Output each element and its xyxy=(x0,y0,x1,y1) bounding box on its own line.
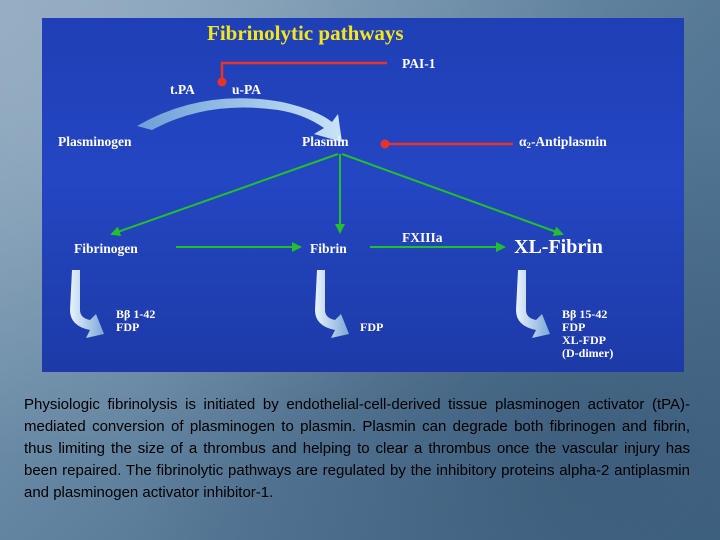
products-fibrinogen: Bβ 1-42 FDP xyxy=(116,308,155,334)
product-bb-15-42: Bβ 15-42 xyxy=(562,307,608,321)
label-alpha2-antiplasmin: α2-Antiplasmin xyxy=(519,134,607,150)
activation-curved-arrow xyxy=(137,98,342,142)
fibrinolytic-pathways-diagram: Fibrinolytic pathways PAI-1 t.PA u-PA Pl… xyxy=(42,18,684,372)
arrow-plasmin-to-fibrinogen xyxy=(110,153,339,237)
product-bb-1-42: Bβ 1-42 xyxy=(116,307,156,321)
diagram-title: Fibrinolytic pathways xyxy=(207,21,404,45)
degradation-arrow-fibrin xyxy=(315,270,349,338)
product-d-dimer: (D-dimer) xyxy=(562,346,614,360)
product-fdp: FDP xyxy=(116,320,140,334)
slide-caption: Physiologic fibrinolysis is initiated by… xyxy=(24,396,690,501)
degradation-arrow-xl-fibrin xyxy=(516,270,550,338)
label-pai-1: PAI-1 xyxy=(402,56,436,71)
product-fdp: FDP xyxy=(360,320,384,334)
label-fxiiia: FXIIIa xyxy=(402,230,443,245)
label-plasminogen: Plasminogen xyxy=(58,134,132,149)
pai-inhibitor-dot xyxy=(217,77,227,87)
label-upa: u-PA xyxy=(232,82,261,97)
label-fibrinogen: Fibrinogen xyxy=(74,241,138,256)
products-xl-fibrin: Bβ 15-42 FDP XL-FDP (D-dimer) xyxy=(562,308,613,360)
product-fdp: FDP xyxy=(562,320,586,334)
label-fibrin: Fibrin xyxy=(310,241,347,256)
antiplasmin-inhibitor-dot xyxy=(380,139,390,149)
products-fibrin: FDP xyxy=(360,321,383,334)
label-tpa: t.PA xyxy=(170,82,195,97)
pai-inhibitor-line xyxy=(220,61,387,80)
arrow-plasmin-to-xl-fibrin xyxy=(341,153,564,236)
product-xl-fdp: XL-FDP xyxy=(562,333,606,347)
label-plasmin: Plasmin xyxy=(302,134,349,149)
label-xl-fibrin: XL-Fibrin xyxy=(514,236,603,258)
degradation-arrow-fibrinogen xyxy=(70,270,104,338)
diagram-graphics xyxy=(70,61,564,338)
